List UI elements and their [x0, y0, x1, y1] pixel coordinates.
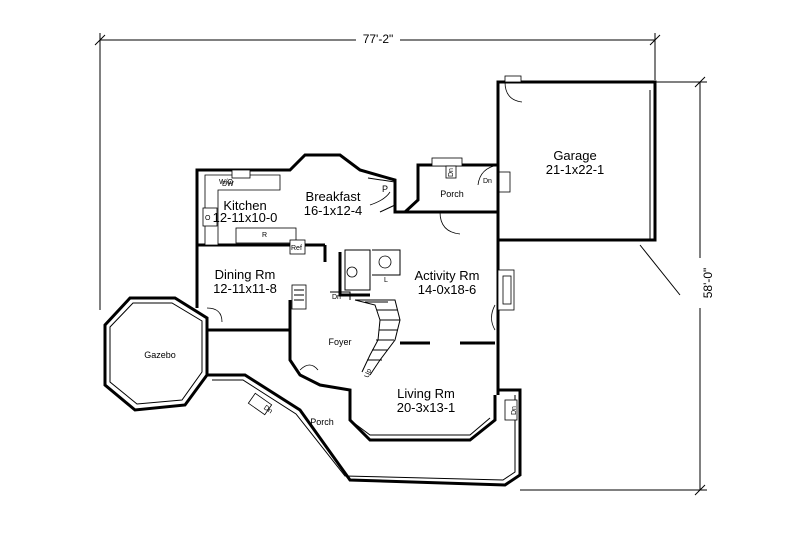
- porch-side-name: Porch: [440, 189, 464, 199]
- side-porch-dn: Dn: [448, 168, 455, 177]
- interior-doors: [206, 304, 496, 371]
- breakfast-name: Breakfast: [306, 189, 361, 204]
- depth-dimension-label: 58'-0": [701, 268, 715, 299]
- living-size: 20-3x13-1: [397, 400, 456, 415]
- activity-size: 14-0x18-6: [418, 282, 477, 297]
- porch-front-name: Porch: [310, 417, 334, 427]
- kitchen-fixtures: DW R O Ref W/O: [202, 169, 306, 255]
- width-dimension: 77'-2": [94, 32, 661, 310]
- oven-label: O: [205, 215, 211, 222]
- garage-name: Garage: [553, 148, 596, 163]
- side-porch: Dn: [431, 157, 463, 235]
- garage-size: 21-1x22-1: [546, 162, 605, 177]
- stair-core: Dn Up L: [330, 249, 401, 379]
- dining-name: Dining Rm: [215, 267, 276, 282]
- living-name: Living Rm: [397, 386, 455, 401]
- breakfast-size: 16-1x12-4: [304, 203, 363, 218]
- garage: Dn: [477, 75, 681, 296]
- living-dn-label: Dn: [511, 406, 518, 415]
- foyer-name: Foyer: [328, 337, 351, 347]
- dining-size: 12-11x11-8: [213, 281, 277, 296]
- stair-up-label: Up: [364, 368, 374, 379]
- stair-dn-label: Dn: [332, 294, 341, 301]
- wo-label: W/O: [219, 179, 234, 186]
- dw-label: DW: [222, 181, 234, 188]
- porch-dn-label: Dn: [262, 404, 273, 415]
- gazebo-name: Gazebo: [144, 350, 176, 360]
- gazebo: [103, 296, 209, 412]
- wrap-porch: Dn Dn: [207, 373, 522, 487]
- ref-label: Ref: [291, 245, 302, 252]
- pantry-label: P: [382, 184, 388, 194]
- laundry-label: L: [384, 277, 388, 284]
- width-dimension-label: 77'-2": [363, 32, 394, 46]
- depth-dimension: 58'-0": [520, 76, 715, 496]
- kitchen-size: 12-11x10-0: [213, 210, 278, 225]
- pantry: P: [367, 177, 396, 213]
- svg-text:Dn: Dn: [483, 178, 492, 185]
- activity-name: Activity Rm: [415, 268, 480, 283]
- kitchen-name: Kitchen: [223, 198, 266, 213]
- range-label: R: [262, 232, 267, 239]
